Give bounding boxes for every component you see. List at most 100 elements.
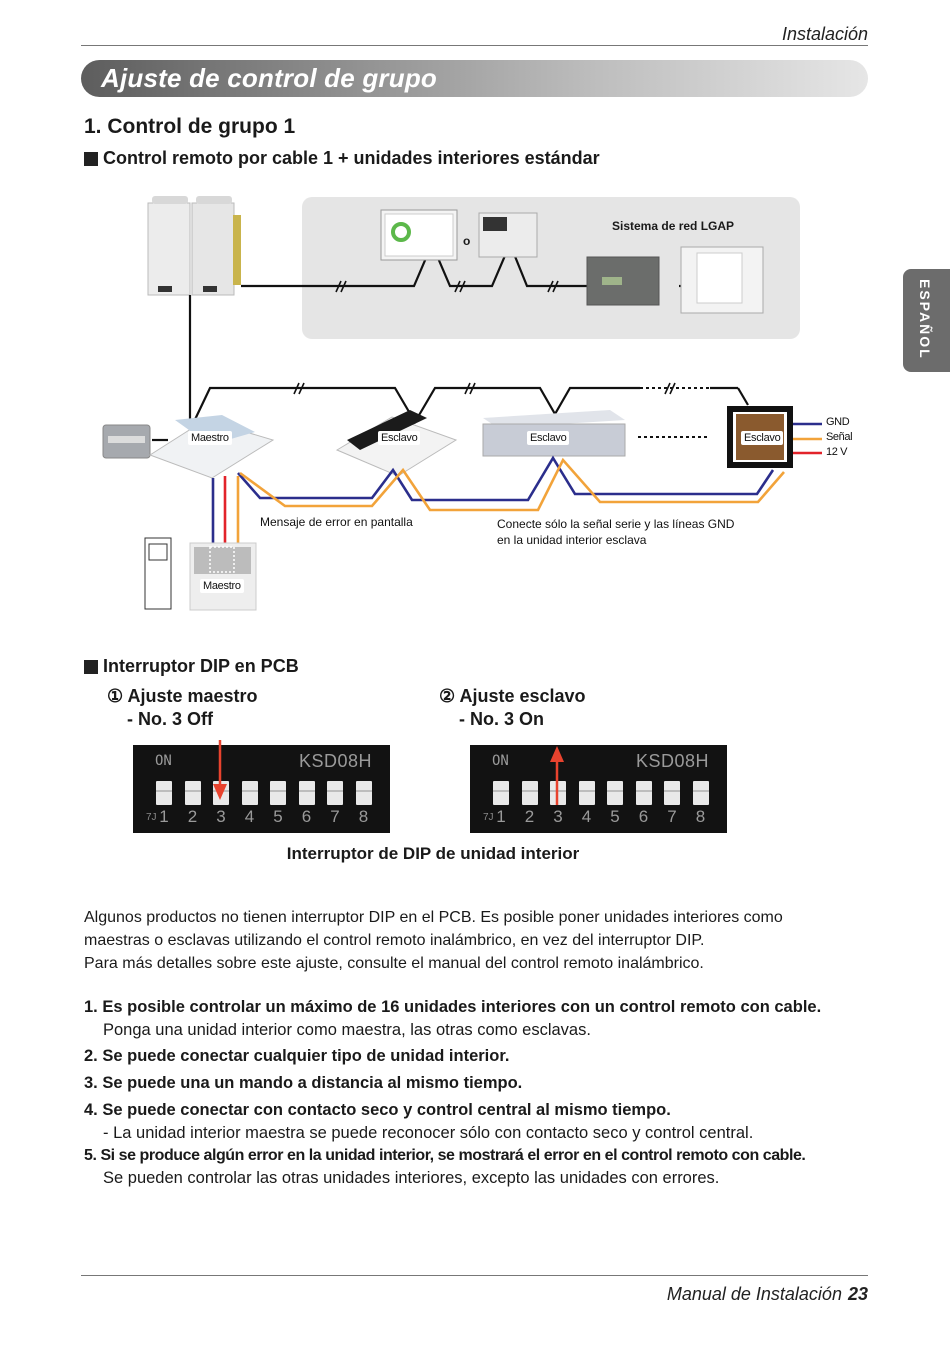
dip-number-1: 1 (159, 807, 169, 826)
or-label: o (463, 234, 471, 248)
dip-switch-1 (493, 781, 509, 805)
language-tab: ESPAÑOL (903, 269, 950, 372)
dip-number-8: 8 (695, 807, 706, 826)
paragraph-line: Algunos productos no tienen interruptor … (84, 909, 783, 926)
dip-number-3: 3 (216, 807, 226, 826)
subsection-heading-text: Control remoto por cable 1 + unidades in… (103, 148, 600, 168)
keypad-controller-icon (478, 212, 538, 258)
unit-tag-master: Maestro (188, 431, 232, 445)
dip-heading: Interruptor DIP en PCB (84, 656, 299, 677)
slave-setting-title: ② Ajuste esclavo (439, 686, 586, 706)
dip-number-5: 5 (273, 807, 283, 826)
dip-switch-4 (241, 781, 258, 805)
dip-heading-text: Interruptor DIP en PCB (103, 656, 299, 676)
paragraph-line: maestras o esclavas utilizando el contro… (84, 932, 705, 949)
wiring-diagram: Sistema de red LGAP o (0, 0, 950, 640)
info-paragraph: Algunos productos no tienen interruptor … (84, 906, 864, 975)
dip-switch-1 (156, 781, 172, 805)
paragraph-line: Para más detalles sobre este ajuste, con… (84, 955, 704, 972)
list-item: 4. Se puede conectar con contacto seco y… (84, 1101, 671, 1119)
list-item: 1. Es posible controlar un máximo de 16 … (84, 998, 822, 1016)
remote-tag-master: Maestro (200, 579, 244, 593)
dip-switch-5 (270, 781, 286, 805)
unit-tag-slave-1: Esclavo (378, 431, 421, 445)
unit-tag-slave-3: Esclavo (741, 431, 784, 445)
dip-model-label: KSD08H (635, 751, 709, 771)
footer-title: Manual de Instalación (666, 1284, 842, 1304)
note-error-message: Mensaje de error en pantalla (260, 515, 413, 529)
gateway-icon (586, 256, 660, 306)
section-banner: Ajuste de control de grupo (81, 60, 868, 97)
dip-model-label: KSD08H (298, 751, 372, 771)
list-item-sub: Se pueden controlar las otras unidades i… (103, 1169, 720, 1187)
dip-switch-7 (327, 781, 343, 805)
bullet-square-icon (84, 659, 98, 674)
dip-on-label: ON (492, 753, 509, 769)
dip-number-6: 6 (301, 807, 312, 826)
master-setting: ① Ajuste maestro - No. 3 Off (107, 685, 258, 731)
dip-switch-7 (664, 781, 680, 805)
banner-title: Ajuste de control de grupo (101, 63, 437, 93)
dip-prefix-label: 7J (483, 812, 494, 823)
cassette-master-icon (148, 415, 275, 479)
master-setting-value: - No. 3 Off (127, 709, 213, 729)
slave-setting-value: - No. 3 On (459, 709, 544, 729)
arrow-down-icon (213, 740, 227, 800)
section-heading: 1. Control de grupo 1 (84, 115, 296, 138)
slave-setting: ② Ajuste esclavo - No. 3 On (439, 685, 586, 731)
cassette-slave-icon (335, 410, 458, 477)
software-window-icon (680, 246, 764, 314)
dip-number-2: 2 (524, 807, 535, 826)
dip-number-2: 2 (187, 807, 198, 826)
header-section-label: Instalación (781, 24, 868, 44)
list-item-sub: - La unidad interior maestra se puede re… (103, 1124, 754, 1142)
dry-contact-icon (102, 424, 151, 459)
note-slave-line-1: Conecte sólo la señal serie y las líneas… (497, 517, 735, 531)
touch-controller-icon (380, 209, 458, 261)
note-slave-line-2: en la unidad interior esclava (497, 533, 647, 547)
dip-switch-2 (521, 781, 538, 805)
list-item: 2. Se puede conectar cualquier tipo de u… (84, 1047, 510, 1065)
dip-number-5: 5 (610, 807, 620, 826)
dip-switch-8 (692, 781, 709, 805)
list-item-sub: Ponga una unidad interior como maestra, … (103, 1021, 591, 1039)
dip-switch-5 (607, 781, 623, 805)
dip-switch-4 (578, 781, 595, 805)
running-header: Instalación (81, 22, 868, 46)
legend-signal: Señal (826, 431, 853, 443)
network-label: Sistema de red LGAP (612, 219, 735, 233)
legend-gnd: GND (826, 416, 850, 428)
list-item: 3. Se puede una un mando a distancia al … (84, 1074, 523, 1092)
dip-on-label: ON (155, 753, 172, 769)
language-tab-label: ESPAÑOL (917, 279, 933, 360)
subsection-heading: Control remoto por cable 1 + unidades in… (84, 148, 600, 169)
dip-switch-2 (184, 781, 201, 805)
dip-number-7: 7 (330, 807, 340, 826)
outdoor-unit-icon (147, 196, 241, 296)
legend-12v: 12 V (826, 446, 848, 458)
dip-caption: Interruptor de DIP de unidad interior (286, 844, 580, 863)
dip-number-4: 4 (581, 807, 592, 826)
notes-list: 1. Es posible controlar un máximo de 16 … (84, 996, 874, 1189)
unit-tag-slave-2: Esclavo (527, 431, 570, 445)
dip-switch-6 (298, 781, 315, 805)
master-setting-title: ① Ajuste maestro (107, 686, 258, 706)
dip-number-8: 8 (358, 807, 369, 826)
list-item: 5. Si se produce algún error en la unida… (84, 1147, 806, 1164)
dip-switch-8 (355, 781, 372, 805)
wired-remote-icon (189, 542, 257, 611)
wireless-remote-icon (144, 537, 172, 610)
arrow-up-icon (550, 746, 564, 805)
dip-number-7: 7 (667, 807, 677, 826)
dip-number-3: 3 (553, 807, 563, 826)
page-number: 23 (847, 1284, 868, 1304)
diagram-drawing (102, 196, 822, 611)
dip-number-4: 4 (244, 807, 255, 826)
dip-prefix-label: 7J (146, 812, 157, 823)
dip-number-6: 6 (638, 807, 649, 826)
bullet-square-icon (84, 151, 98, 166)
dip-switch-6 (635, 781, 652, 805)
